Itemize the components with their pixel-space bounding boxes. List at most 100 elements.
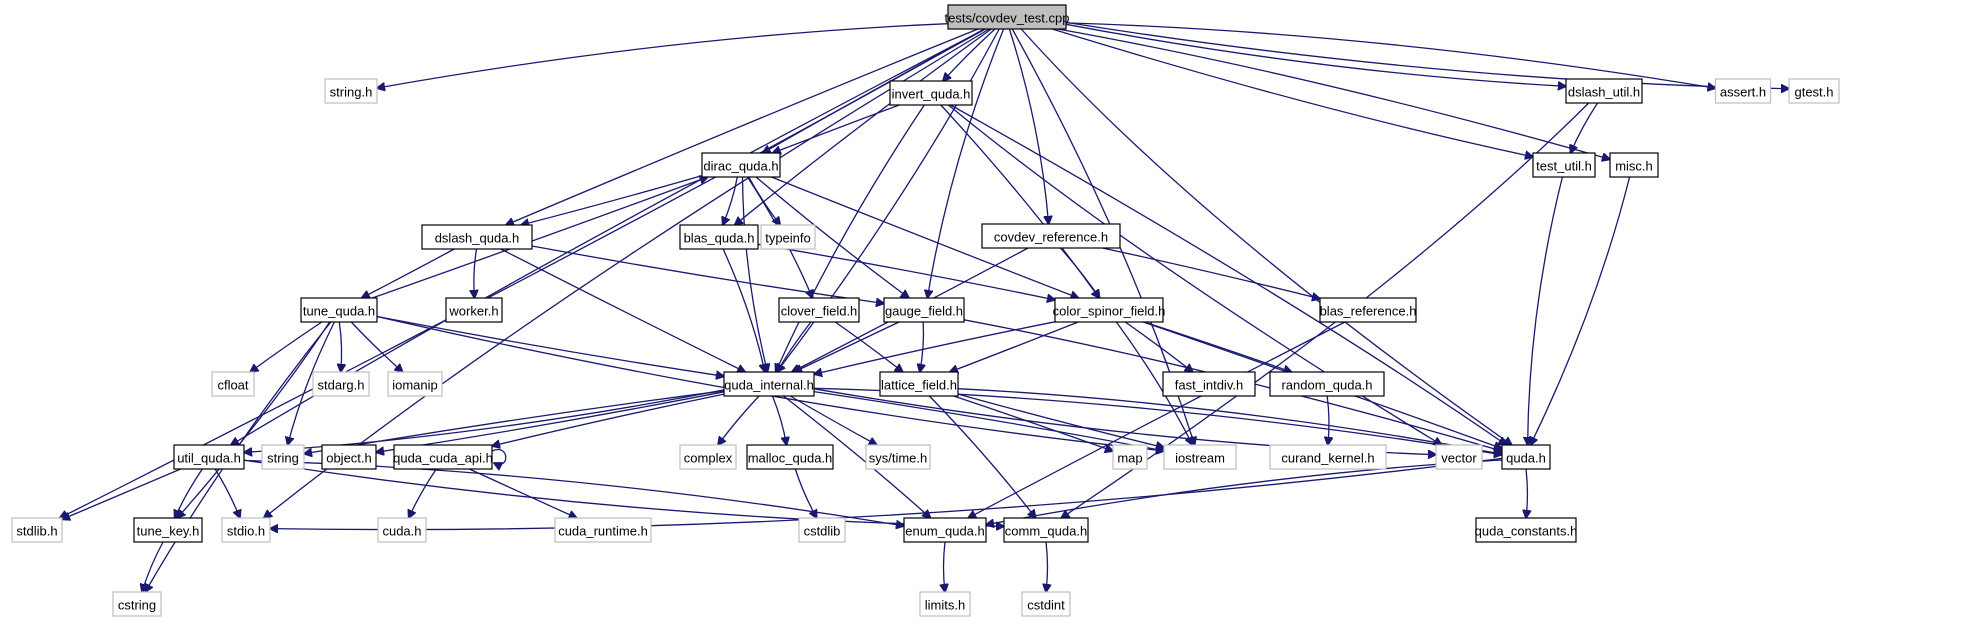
node-label: worker.h [448,304,498,319]
node-box [1003,517,1089,543]
node-tune-key[interactable]: tune_key.h [133,517,203,543]
edge-gauge_field-to-lattice_field [920,321,924,372]
edge-invert_quda-to-quda_h [950,104,1507,445]
edge-quda_internal-to-enum_quda [783,395,931,518]
node-covdev-test[interactable]: tests/covdev_test.cpp [944,4,1070,30]
edge-invert_quda-to-color_spinor_field [940,104,1099,298]
node-dslash-util[interactable]: dslash_util.h [1565,78,1643,104]
node-label: clover_field.h [781,304,858,319]
edge-covdev_reference-to-blas_reference [1102,247,1320,299]
edge-covdev_test-to-string_h [377,23,949,88]
edge-quda_cuda_api-to-cuda_runtime [469,468,576,518]
node-label: stdarg.h [318,378,365,393]
edge-covdev_test-to-assert_h [1065,22,1716,88]
node-malloc-quda[interactable]: malloc_quda.h [746,444,834,470]
edge-util_quda-to-comm_quda [243,459,1004,526]
node-label: util_quda.h [177,451,241,466]
node-string-h: string.h [324,78,378,104]
node-misc-h[interactable]: misc.h [1609,152,1659,178]
node-label: malloc_quda.h [748,451,833,466]
edge-quda_cuda_api-to-quda_cuda_api [491,448,507,465]
node-quda-h[interactable]: quda.h [1501,444,1551,470]
node-label: string.h [330,85,373,100]
node-box [1532,152,1596,178]
node-box [133,517,203,543]
node-box [421,224,533,250]
node-box [211,371,255,397]
node-cuda-runtime: cuda_runtime.h [554,517,652,543]
node-util-quda[interactable]: util_quda.h [173,444,245,470]
edge-clover_field-to-lattice_field [834,321,903,372]
edge-color_spinor_field-to-quda_internal [814,321,1056,374]
node-quda-constants[interactable]: quda_constants.h [1475,517,1578,543]
node-worker-h[interactable]: worker.h [445,297,503,323]
node-box [760,224,816,250]
node-label: quda_internal.h [724,378,814,393]
edge-misc_h-to-quda_h [1530,176,1631,445]
node-lattice-field[interactable]: lattice_field.h [879,371,959,397]
edge-tune_quda-to-tune_key [177,321,331,518]
node-label: limits.h [925,598,965,613]
node-box [679,444,737,470]
node-tune-quda[interactable]: tune_quda.h [300,297,378,323]
node-comm-quda[interactable]: comm_quda.h [1003,517,1089,543]
node-label: object.h [326,451,372,466]
node-label: dslash_quda.h [435,231,520,246]
node-enum-quda[interactable]: enum_quda.h [903,517,987,543]
node-label: invert_quda.h [892,87,971,102]
edge-invert_quda-to-quda_internal [776,104,925,372]
edge-quda_cuda_api-to-cuda_h [409,468,437,518]
edge-malloc_quda-to-cstdlib [794,468,816,518]
node-object-h[interactable]: object.h [321,444,377,470]
edge-quda_internal-to-quda_cuda_api [492,393,725,446]
edge-covdev_test-to-dslash_util [1065,23,1566,86]
node-blas-reference[interactable]: blas_reference.h [1319,297,1417,323]
edge-tune_key-to-cstring [142,541,164,592]
node-quda-internal[interactable]: quda_internal.h [723,371,815,397]
node-box [1162,371,1256,397]
node-quda-cuda-api[interactable]: quda_cuda_api.h [393,444,493,470]
node-label: stdlib.h [16,524,57,539]
node-box [1021,591,1071,617]
node-gauge-field[interactable]: gauge_field.h [883,297,965,323]
node-invert-quda[interactable]: invert_quda.h [889,80,973,106]
edge-dslash_quda-to-quda_internal [500,248,745,372]
node-clover-field[interactable]: clover_field.h [778,297,860,323]
edge-dirac_quda-to-gauge_field [755,176,909,298]
edge-lattice_field-to-quda_h [957,388,1502,454]
node-fast-intdiv[interactable]: fast_intdiv.h [1162,371,1256,397]
node-box [445,297,503,323]
node-label: cstring [118,598,156,613]
node-blas-quda[interactable]: blas_quda.h [679,224,759,250]
edge-quda_h-to-quda_constants [1526,468,1527,518]
node-assert-h: assert.h [1714,78,1772,104]
node-label: dirac_quda.h [703,159,778,174]
node-label: map [1117,451,1142,466]
edge-dslash_util-to-test_util [1571,102,1599,153]
node-box [387,371,443,397]
node-stdio-h: stdio.h [221,517,271,543]
node-dirac-quda[interactable]: dirac_quda.h [701,152,781,178]
node-box [393,444,493,470]
node-random-quda[interactable]: random_quda.h [1269,371,1385,397]
node-test-util[interactable]: test_util.h [1532,152,1596,178]
edge-dslash_quda-to-worker_h [474,248,477,298]
node-color-spinor-field[interactable]: color_spinor_field.h [1053,297,1166,323]
node-covdev-reference[interactable]: covdev_reference.h [981,223,1121,249]
node-label: cstdlib [804,524,841,539]
node-label: assert.h [1720,85,1766,100]
nodes-layer: tests/covdev_test.cpp string.h invert_quda… [11,4,1840,617]
edge-quda_internal-to-util_quda [244,389,725,453]
node-curand-kernel: curand_kernel.h [1269,444,1387,470]
edge-tune_quda-to-iostream [376,315,1164,451]
edge-lattice_field-to-comm_quda [928,395,1035,518]
node-box [903,517,987,543]
node-cstdlib: cstdlib [798,517,846,543]
node-label: tests/covdev_test.cpp [944,11,1069,26]
node-box [312,371,370,397]
edge-enum_quda-to-limits_h [944,541,946,592]
node-dslash-quda[interactable]: dslash_quda.h [421,224,533,250]
node-box [1609,152,1659,178]
node-box [879,371,959,397]
node-label: covdev_reference.h [994,230,1108,245]
